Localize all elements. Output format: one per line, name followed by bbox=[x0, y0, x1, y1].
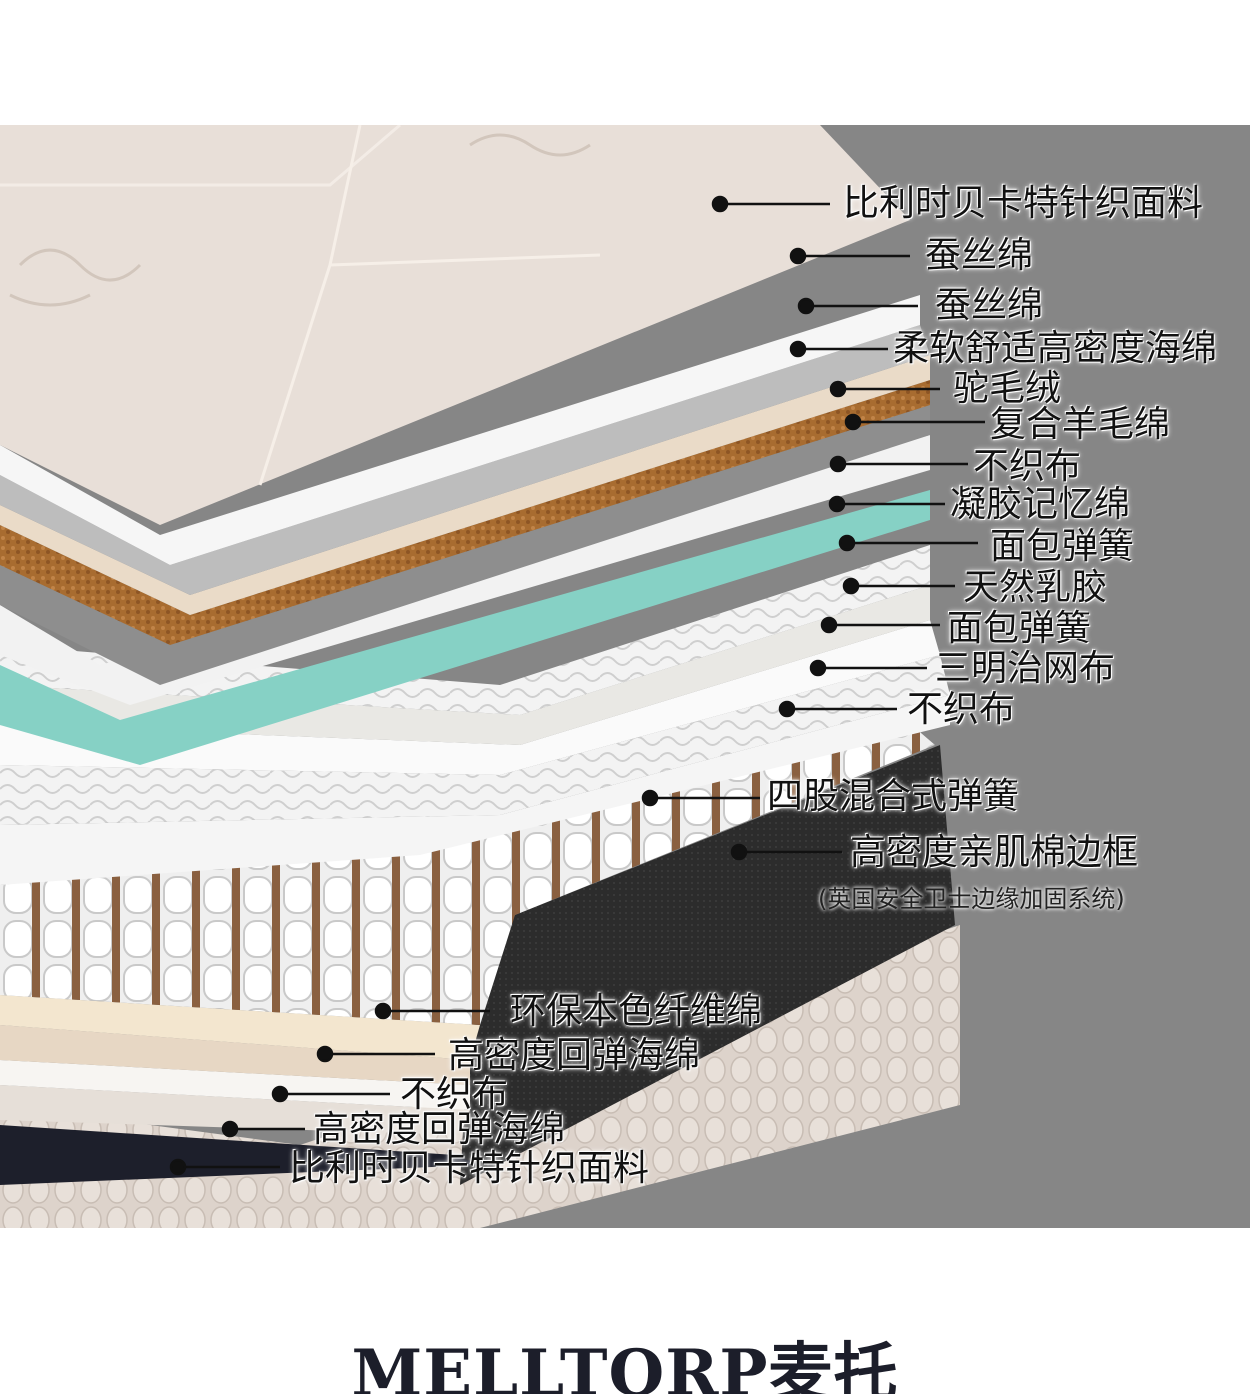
bottom-fabric-edge bbox=[0, 1125, 480, 1185]
label-silk-floss-2: 蚕丝绵 bbox=[935, 285, 1044, 326]
label-bottom-nonwoven: 不织布 bbox=[400, 1074, 509, 1115]
layer-silk-floss-2 bbox=[0, 325, 930, 595]
layer-nonwoven-lower bbox=[0, 695, 950, 885]
label-border-foam-note: (英国安全卫士边缘加固系统) bbox=[818, 885, 1125, 913]
label-top-fabric: 比利时贝卡特针织面料 bbox=[843, 183, 1204, 224]
bottom-nonwoven bbox=[0, 1060, 470, 1110]
leader-lines bbox=[169, 195, 985, 1176]
mattress-cross-section-image: 比利时贝卡特针织面料 蚕丝绵 蚕丝绵 柔软舒适高密度海绵 驼毛绒 复合羊毛绵 不… bbox=[0, 125, 1250, 1228]
label-bottom-fabric: 比利时贝卡特针织面料 bbox=[289, 1148, 650, 1189]
layer-bread-spring-2 bbox=[0, 620, 940, 775]
brand-logo: MELLTORP麦托 bbox=[0, 1338, 1250, 1394]
label-camel-fleece: 驼毛绒 bbox=[953, 368, 1062, 409]
label-silk-floss-1: 蚕丝绵 bbox=[925, 235, 1034, 276]
label-pocket-springs: 四股混合式弹簧 bbox=[767, 776, 1020, 817]
brand-latin: MELLTORP bbox=[351, 1338, 769, 1394]
label-gel-memory-foam: 凝胶记忆绵 bbox=[950, 484, 1131, 525]
label-nonwoven-lower: 不织布 bbox=[907, 689, 1016, 730]
layer-sandwich-mesh bbox=[0, 655, 950, 825]
top-knitted-fabric bbox=[0, 125, 910, 525]
label-sandwich-mesh: 三明治网布 bbox=[935, 648, 1116, 689]
label-border-foam: 高密度亲肌棉边框 bbox=[850, 832, 1139, 873]
layer-gel-memory-foam bbox=[0, 490, 930, 765]
label-bread-spring-1: 面包弹簧 bbox=[990, 526, 1135, 567]
border-foam-frame bbox=[460, 745, 955, 1185]
pocket-springs bbox=[0, 715, 935, 1025]
ornament-pattern bbox=[9, 133, 591, 307]
label-bread-spring-2: 面包弹簧 bbox=[947, 608, 1092, 649]
label-bottom-foam-1: 高密度回弹海绵 bbox=[448, 1035, 701, 1076]
bottom-foam-2 bbox=[0, 1085, 470, 1135]
label-eco-fiber: 环保本色纤维绵 bbox=[510, 991, 763, 1032]
bottom-fiber bbox=[0, 995, 480, 1060]
label-nonwoven-upper: 不织布 bbox=[973, 446, 1082, 487]
label-latex: 天然乳胶 bbox=[963, 567, 1108, 608]
label-soft-foam: 柔软舒适高密度海绵 bbox=[893, 328, 1218, 369]
bottom-foam-1 bbox=[0, 1025, 470, 1085]
mattress-illustration bbox=[0, 125, 1250, 1228]
brand-cn: 麦托 bbox=[768, 1338, 899, 1394]
label-bottom-foam-2: 高密度回弹海绵 bbox=[313, 1109, 566, 1150]
label-wool-composite: 复合羊毛绵 bbox=[990, 404, 1171, 445]
